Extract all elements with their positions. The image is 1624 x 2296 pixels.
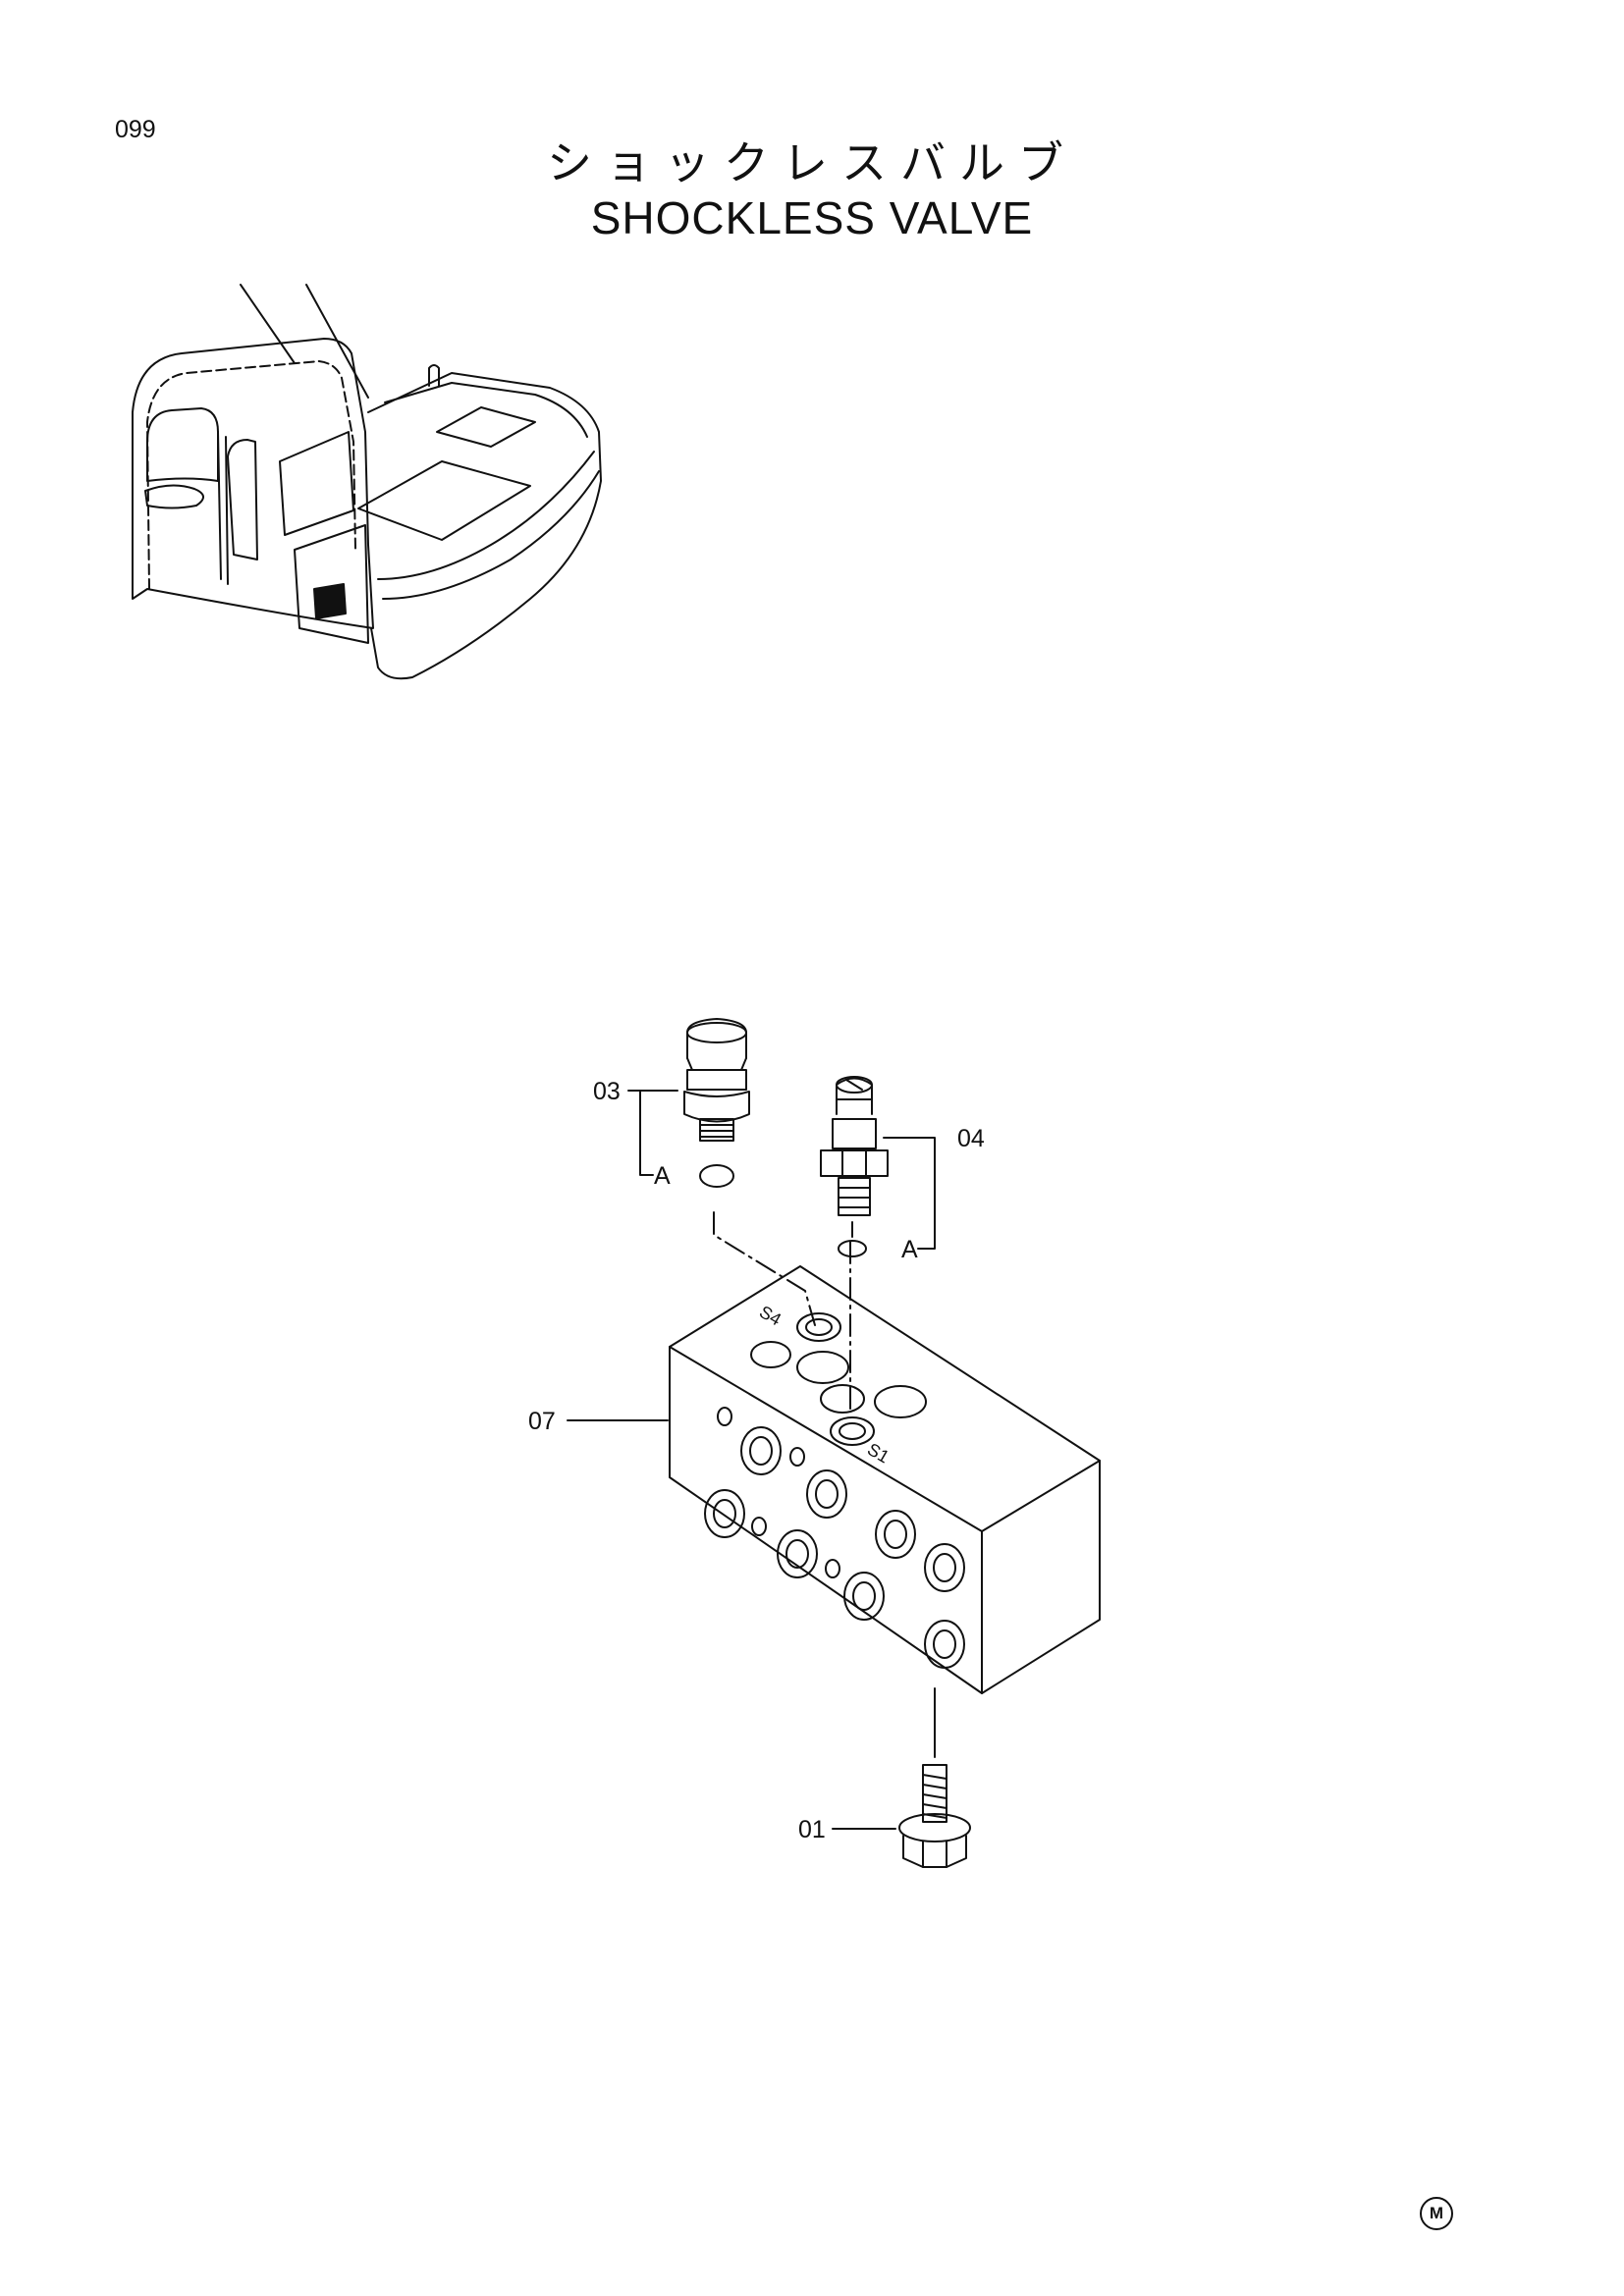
page-number: 099 (115, 116, 156, 143)
part-03-sensor (683, 1018, 750, 1142)
part-07-valve-block (669, 1265, 1101, 1694)
callout-04: 04 (957, 1125, 985, 1152)
part-04-valve (820, 1076, 889, 1216)
o-ring-right (838, 1240, 867, 1257)
o-ring-left (699, 1164, 734, 1188)
leader-lines (567, 1090, 936, 1830)
callout-a-left: A (654, 1162, 671, 1190)
port-label-s4: S4 (756, 1302, 785, 1329)
port-label-s1: S1 (864, 1439, 893, 1467)
callout-labels: 03 04 07 01 A A (528, 1078, 985, 1843)
callout-07: 07 (528, 1408, 556, 1435)
callout-03: 03 (593, 1078, 621, 1105)
callout-a-right: A (901, 1236, 918, 1263)
corner-mark: M (1420, 2197, 1453, 2230)
part-01-bolt (898, 1764, 971, 1868)
assembly-axes (713, 1211, 853, 1410)
title-english: SHOCKLESS VALVE (590, 192, 1034, 243)
title-japanese: ショックレスバルブ (547, 136, 1077, 189)
callout-01: 01 (798, 1816, 826, 1843)
excavator-locator-illustration (132, 284, 602, 680)
